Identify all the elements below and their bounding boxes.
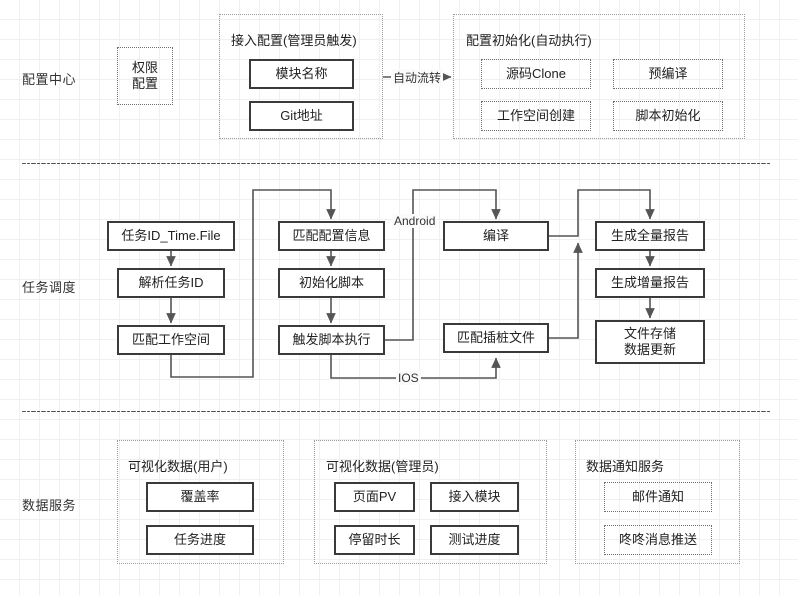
match-stub-file-box[interactable]: 匹配插桩文件 (443, 323, 549, 353)
branch-label-android: Android (392, 214, 438, 228)
permission-config-label-line2: 配置 (131, 76, 158, 91)
data-notify-service-title: 数据通知服务 (586, 459, 665, 474)
auto-flow-label: 自动流转 (391, 69, 444, 86)
init-script-box[interactable]: 初始化脚本 (278, 268, 385, 298)
module-name-box[interactable]: 模块名称 (249, 59, 354, 89)
dwell-time-box[interactable]: 停留时长 (334, 525, 415, 555)
test-progress-box[interactable]: 测试进度 (430, 525, 519, 555)
email-notify-box[interactable]: 邮件通知 (604, 482, 712, 512)
section-label-config-center: 配置中心 (22, 72, 77, 87)
trigger-script-exec-box[interactable]: 触发脚本执行 (278, 325, 385, 355)
git-address-box[interactable]: Git地址 (249, 101, 354, 131)
parse-task-id-box[interactable]: 解析任务ID (117, 268, 225, 298)
wire-android-branch (385, 189, 501, 341)
data-notify-service-group (575, 440, 740, 564)
task-id-file-box[interactable]: 任务ID_Time.File (107, 221, 235, 251)
section-label-data-service: 数据服务 (22, 498, 77, 513)
file-store-data-update-box[interactable]: 文件存储 数据更新 (595, 320, 705, 364)
file-store-line1: 文件存储 (623, 325, 676, 341)
coverage-rate-box[interactable]: 覆盖率 (146, 482, 254, 512)
branch-label-ios: IOS (396, 371, 421, 385)
match-workspace-box[interactable]: 匹配工作空间 (117, 325, 225, 355)
source-clone-box[interactable]: 源码Clone (481, 59, 591, 89)
divider-1 (22, 162, 770, 164)
visual-data-admin-title: 可视化数据(管理员) (326, 459, 439, 474)
task-progress-box[interactable]: 任务进度 (146, 525, 254, 555)
script-init-box[interactable]: 脚本初始化 (613, 101, 723, 131)
visual-data-user-title: 可视化数据(用户) (128, 459, 228, 474)
access-config-title: 接入配置(管理员触发) (231, 33, 357, 48)
generate-full-report-box[interactable]: 生成全量报告 (595, 221, 705, 251)
compile-box[interactable]: 编译 (443, 221, 549, 251)
wire-stub-to-merge (549, 242, 583, 339)
generate-incremental-report-box[interactable]: 生成增量报告 (595, 268, 705, 298)
permission-config-box[interactable]: 权限 配置 (117, 47, 173, 105)
access-config-group (219, 14, 383, 139)
page-pv-box[interactable]: 页面PV (334, 482, 415, 512)
section-label-task-schedule: 任务调度 (22, 280, 77, 295)
workspace-create-box[interactable]: 工作空间创建 (481, 101, 591, 131)
dongdong-push-box[interactable]: 咚咚消息推送 (604, 525, 712, 555)
access-module-box[interactable]: 接入模块 (430, 482, 519, 512)
visual-data-admin-group (314, 440, 547, 564)
config-init-title: 配置初始化(自动执行) (466, 33, 592, 48)
config-init-group (453, 14, 745, 139)
match-config-info-box[interactable]: 匹配配置信息 (278, 221, 385, 251)
divider-2 (22, 410, 770, 412)
precompile-box[interactable]: 预编译 (613, 59, 723, 89)
permission-config-label-line1: 权限 (131, 59, 158, 75)
data-update-line2: 数据更新 (623, 342, 676, 357)
visual-data-user-group (117, 440, 284, 564)
